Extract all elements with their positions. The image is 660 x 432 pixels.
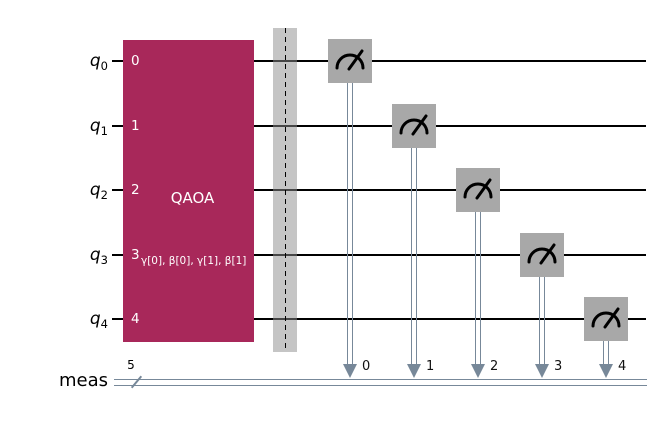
- classical-bit-label: 1: [426, 359, 435, 374]
- measure-arrow: [534, 364, 549, 378]
- gate-port-label: 4: [131, 311, 140, 327]
- qubit-wire: [112, 125, 646, 127]
- qubit-register-name: q: [89, 51, 101, 71]
- qubit-wire: [112, 318, 646, 320]
- qubit-label: q2: [38, 178, 108, 202]
- classical-stem: [603, 341, 609, 366]
- qubit-wire: [112, 254, 646, 256]
- measure-arrow: [406, 364, 421, 378]
- gate-port-label: 0: [131, 53, 140, 69]
- gate-port-label: 2: [131, 182, 140, 198]
- qubit-label: q4: [38, 307, 108, 331]
- measure-arrow: [598, 364, 613, 378]
- classical-bit-label: 0: [362, 359, 371, 374]
- qubit-register-name: q: [89, 116, 101, 136]
- qubit-label: q3: [38, 243, 108, 267]
- classical-bit-label: 4: [618, 359, 627, 374]
- measure-gauge-icon: [591, 307, 621, 329]
- qubit-label: q0: [38, 49, 108, 73]
- measure-gate: [392, 104, 436, 148]
- qubit-index: 4: [100, 317, 108, 331]
- qubit-register-name: q: [89, 180, 101, 200]
- classical-bit-label: 2: [490, 359, 499, 374]
- qubit-index: 2: [100, 188, 108, 202]
- qubit-index: 3: [100, 253, 108, 267]
- gate-params-label: γ[0], β[0], γ[1], β[1]: [141, 255, 247, 267]
- classical-bit-label: 3: [554, 359, 563, 374]
- measure-gauge-icon: [399, 114, 429, 136]
- qubit-label: q1: [38, 114, 108, 138]
- gate-name-label: QAOA: [170, 189, 215, 207]
- qubit-wire: [112, 189, 646, 191]
- qubit-register-name: q: [89, 245, 101, 265]
- classical-stem: [411, 148, 417, 366]
- classical-register-label: meas: [58, 370, 108, 391]
- qubit-wire: [112, 60, 646, 62]
- classical-stem: [475, 212, 481, 366]
- measure-arrow: [470, 364, 485, 378]
- barrier-dashed-line: [284, 28, 287, 352]
- measure-arrow: [342, 364, 357, 378]
- gate-port-label: 3: [131, 247, 140, 263]
- qubit-register-name: q: [89, 309, 101, 329]
- classical-stem: [539, 277, 545, 366]
- measure-gate: [520, 233, 564, 277]
- measure-gate: [584, 297, 628, 341]
- measure-gate: [456, 168, 500, 212]
- qubit-index: 1: [100, 124, 108, 138]
- classical-wire: [114, 379, 647, 386]
- qubit-index: 0: [100, 59, 108, 73]
- classical-register-width: 5: [127, 358, 135, 372]
- gate-port-label: 1: [131, 118, 140, 134]
- classical-stem: [347, 83, 353, 366]
- measure-gauge-icon: [527, 243, 557, 265]
- measure-gauge-icon: [335, 49, 365, 71]
- measure-gate: [328, 39, 372, 83]
- measure-gauge-icon: [463, 178, 493, 200]
